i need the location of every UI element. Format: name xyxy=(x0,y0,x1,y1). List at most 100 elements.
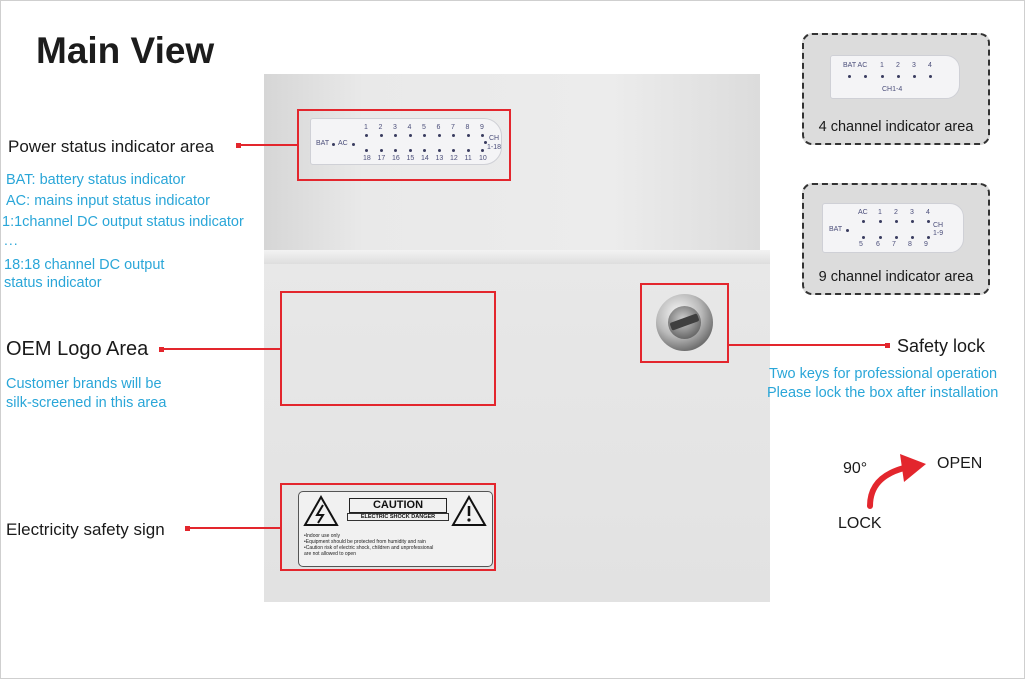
rotation-arrow-icon xyxy=(867,454,926,509)
led xyxy=(365,134,368,137)
led-bat xyxy=(332,143,335,146)
led xyxy=(927,220,930,223)
highlight-power-status xyxy=(297,109,511,181)
highlight-safety-sign xyxy=(280,483,496,571)
led xyxy=(452,149,455,152)
panel18-bottom-num: 13 xyxy=(435,155,444,162)
caution-note-4: are not allowed to open xyxy=(304,551,356,557)
panel9-num-8: 8 xyxy=(908,241,912,248)
electric-shock-warning-icon xyxy=(303,495,339,526)
panel9-num-9: 9 xyxy=(924,241,928,248)
highlight-safety-lock xyxy=(640,283,729,363)
panel18-top-num: 9 xyxy=(480,124,484,131)
led xyxy=(879,220,882,223)
leader-dot-power xyxy=(236,143,241,148)
indicator-panel-18 xyxy=(310,118,502,165)
led xyxy=(437,149,441,152)
panel18-bottom-num: 11 xyxy=(464,155,472,162)
desc-ch18-2: status indicator xyxy=(4,275,102,291)
led xyxy=(394,134,397,137)
panel9-num-7: 7 xyxy=(892,241,896,248)
panel18-bottom-num: 14 xyxy=(421,155,429,162)
leader-line-sign xyxy=(189,527,280,529)
led xyxy=(846,229,849,232)
panel-bat-label: BAT xyxy=(316,140,330,147)
panel9-num-4: 4 xyxy=(926,209,930,216)
led xyxy=(913,75,916,78)
panel18-top-num: 6 xyxy=(436,124,441,131)
panel-ac-label: AC xyxy=(338,140,348,147)
led xyxy=(862,236,865,239)
led xyxy=(466,134,470,137)
enclosure-edge xyxy=(264,250,770,264)
desc-lock-2: Please lock the box after installation xyxy=(767,385,999,401)
indicator-panel-9 xyxy=(822,203,964,253)
callout-9-channel-caption: 9 channel indicator area xyxy=(818,269,974,285)
desc-ellipsis: ... xyxy=(4,232,19,248)
led xyxy=(408,134,412,137)
led xyxy=(365,149,368,152)
panel18-bottom-num: 16 xyxy=(392,155,400,162)
leader-line-power xyxy=(240,144,297,146)
panel9-num-2: 2 xyxy=(894,209,898,216)
led xyxy=(481,149,484,152)
leader-line-lock xyxy=(729,344,885,346)
led xyxy=(897,75,900,78)
led xyxy=(879,236,882,239)
leader-dot-oem xyxy=(159,347,164,352)
rotation-open: OPEN xyxy=(937,455,983,472)
led xyxy=(394,149,397,152)
leader-line-oem xyxy=(163,348,280,350)
desc-oem-1: Customer brands will be xyxy=(6,376,162,392)
led xyxy=(848,75,851,78)
panel18-bottom-num: 12 xyxy=(450,155,458,162)
leader-dot-sign xyxy=(185,526,190,531)
label-safety-lock: Safety lock xyxy=(897,336,986,356)
panel4-num-2: 2 xyxy=(896,62,900,69)
label-power-status: Power status indicator area xyxy=(8,137,214,156)
desc-oem-2: silk-screened in this area xyxy=(6,395,167,411)
led xyxy=(423,149,426,152)
led xyxy=(379,149,383,152)
desc-ch1: 1:1channel DC output status indicator xyxy=(2,214,244,230)
led xyxy=(864,75,867,78)
rotation-angle: 90° xyxy=(843,460,868,477)
panel4-num-1: 1 xyxy=(880,62,884,69)
leader-dot-lock xyxy=(885,343,890,348)
led xyxy=(927,236,930,239)
panel18-top-num: 4 xyxy=(407,124,412,131)
indicator-panel-4 xyxy=(830,55,960,99)
caution-note-3: •Caution risk of electric shock, childre… xyxy=(304,545,434,551)
panel-range-label: 1-18 xyxy=(487,144,502,151)
led xyxy=(379,134,383,137)
panel4-range-label: CH1-4 xyxy=(882,86,903,93)
led-ac xyxy=(352,143,355,146)
caution-sign xyxy=(298,491,493,567)
desc-ac: AC: mains input status indicator xyxy=(6,193,210,209)
panel18-top-num: 5 xyxy=(422,124,426,131)
panel18-bottom-num: 17 xyxy=(377,155,386,162)
caution-title: CAUTION xyxy=(349,498,447,513)
led xyxy=(881,75,884,78)
panel-ch-label: CH xyxy=(489,135,500,142)
panel18-bottom-num: 18 xyxy=(363,155,371,162)
led xyxy=(437,134,441,137)
label-oem-logo: OEM Logo Area xyxy=(6,338,149,360)
panel18-top-num: 8 xyxy=(465,124,470,131)
led xyxy=(911,236,914,239)
led xyxy=(484,141,487,144)
panel18-top-num: 1 xyxy=(364,124,368,131)
panel9-num-1: 1 xyxy=(878,209,882,216)
callout-4-channel-caption: 4 channel indicator area xyxy=(818,119,974,135)
panel9-bat-label: BAT xyxy=(829,226,843,233)
led xyxy=(423,134,426,137)
panel9-num-6: 6 xyxy=(876,241,880,248)
led xyxy=(481,134,484,137)
led xyxy=(408,149,412,152)
panel9-num-5: 5 xyxy=(859,241,863,248)
panel9-ac-label: AC xyxy=(858,209,868,216)
highlight-oem-logo xyxy=(280,291,496,406)
led xyxy=(452,134,455,137)
led xyxy=(466,149,470,152)
desc-lock-1: Two keys for professional operation xyxy=(769,366,998,382)
